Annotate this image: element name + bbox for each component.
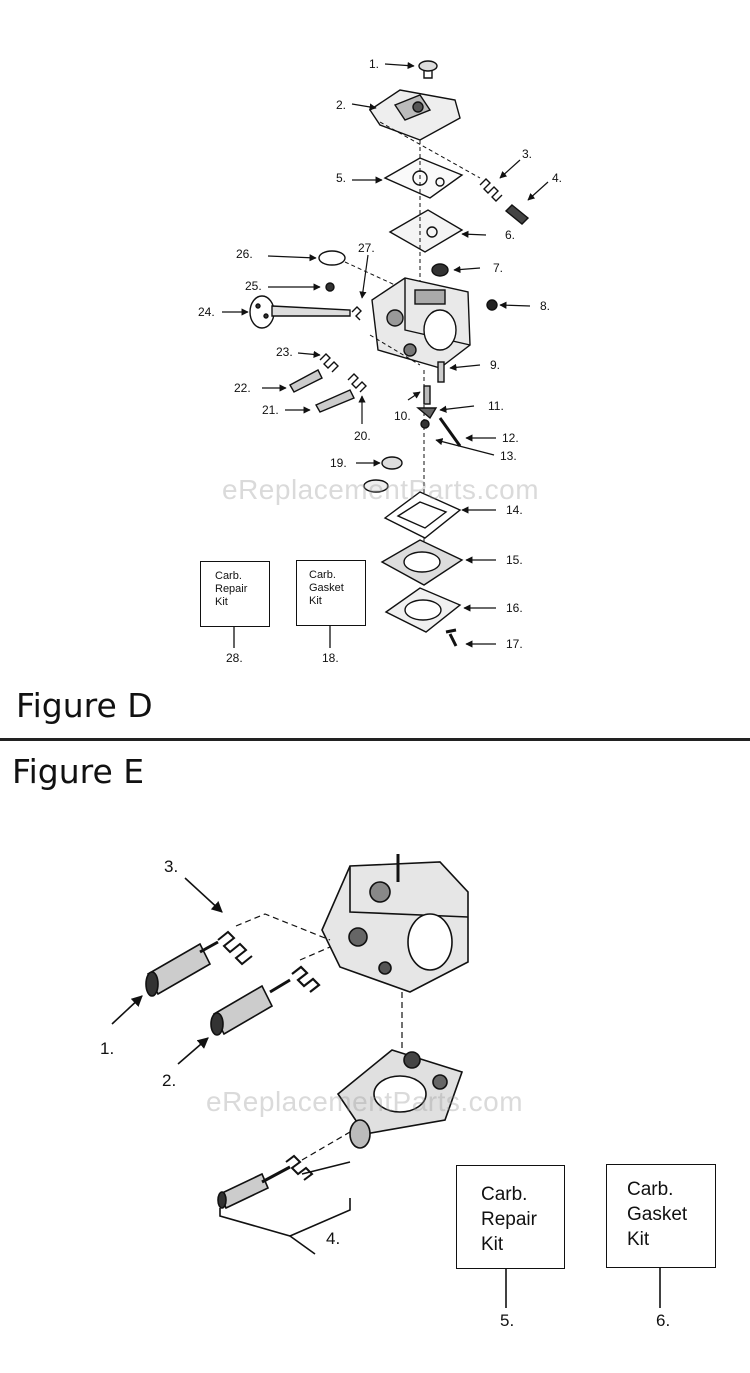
figure-d: 1. 2. 3. 4. 5. 6. 7. 8. 9. 10. 11. 12. 1… — [16, 57, 562, 725]
carburetor-body — [371, 277, 471, 369]
callout-4: 4. — [552, 171, 562, 185]
part-19-cup — [381, 456, 403, 470]
callout-10: 10. — [394, 409, 411, 423]
kit-line: Repair — [481, 1209, 537, 1230]
part-8-plug — [486, 299, 498, 311]
callout-24: 24. — [198, 305, 215, 319]
callout-3: 3. — [522, 147, 532, 161]
part-14-gasket — [383, 491, 462, 539]
kit-line: Carb. — [309, 569, 336, 581]
figure-e-drawing: 3. 1. 2. 4. 5. 6. — [100, 854, 670, 1330]
callout-11: 11. — [488, 399, 504, 413]
callout-15: 15. — [506, 553, 523, 567]
kit-line: Gasket — [309, 582, 344, 594]
callout-8: 8. — [540, 299, 550, 313]
carb-repair-kit-box-e: Carb. Repair Kit — [456, 1165, 565, 1269]
callout-2-e: 2. — [162, 1071, 176, 1090]
part-3-spring — [479, 178, 503, 202]
part-4-screw — [504, 204, 530, 225]
carb-gasket-kit-box-e: Carb. Gasket Kit — [606, 1164, 716, 1268]
part-17-screw — [445, 628, 458, 647]
part-2-screw-e — [210, 965, 321, 1036]
callout-27: 27. — [358, 241, 375, 255]
part-20-spring — [347, 373, 367, 393]
callout-13: 13. — [500, 449, 517, 463]
callout-5-e: 5. — [500, 1311, 514, 1330]
part-27-spring — [351, 306, 362, 321]
part-11-lever — [416, 407, 438, 420]
part-3-spring-e — [217, 930, 253, 966]
callout-19: 19. — [330, 456, 347, 470]
kit-line: Carb. — [481, 1184, 528, 1205]
callout-20: 20. — [354, 429, 371, 443]
callout-12: 12. — [502, 431, 519, 445]
part-7-ring — [431, 263, 449, 277]
part-1-screw-e — [145, 940, 219, 997]
pump-cover-e — [336, 1049, 464, 1149]
kit-line: Gasket — [627, 1204, 688, 1225]
callout-7: 7. — [493, 261, 503, 275]
callout-25: 25. — [245, 279, 262, 293]
kit-line: Carb. — [215, 570, 242, 582]
callout-1: 1. — [369, 57, 379, 71]
callout-2: 2. — [336, 98, 346, 112]
part-23-spring — [319, 353, 339, 373]
callout-16: 16. — [506, 601, 523, 615]
part-5-gasket — [383, 157, 464, 199]
figure-d-title: Figure D — [16, 686, 153, 725]
part-4-needle-e — [217, 1154, 314, 1210]
callout-1-e: 1. — [100, 1039, 114, 1058]
part-12-shaft — [438, 417, 462, 447]
callout-6-e: 6. — [656, 1311, 670, 1330]
figure-divider — [0, 738, 750, 741]
kit-line: Kit — [481, 1234, 504, 1255]
callout-9: 9. — [490, 358, 500, 372]
kit-line: Carb. — [627, 1179, 674, 1200]
part-1-screw — [418, 60, 438, 79]
kit-line: Repair — [215, 583, 248, 595]
part-2-cover — [369, 89, 461, 141]
carb-repair-kit-box-d: Carb. Repair Kit — [200, 561, 270, 627]
callout-26: 26. — [236, 247, 253, 261]
kit-line: Kit — [309, 595, 322, 607]
figure-e: 3. 1. 2. 4. 5. 6. Carb. Repair Kit Carb.… — [0, 742, 750, 1373]
carburetor-body-e — [321, 854, 469, 993]
part-6-plate — [388, 209, 464, 253]
part-9-needle — [437, 361, 445, 383]
kit-line: Kit — [215, 596, 228, 608]
figure-e-title: Figure E — [12, 752, 145, 791]
kit-line: Kit — [627, 1229, 650, 1250]
callout-3-e: 3. — [164, 857, 178, 876]
callout-17: 17. — [506, 637, 523, 651]
callout-14: 14. — [506, 503, 523, 517]
callout-6: 6. — [505, 228, 515, 242]
part-10-pin — [423, 385, 431, 405]
part-24-shaft — [249, 295, 351, 329]
callout-18: 18. — [322, 651, 339, 665]
callout-4-e: 4. — [326, 1229, 340, 1248]
part-26-disc — [318, 250, 346, 266]
callout-5: 5. — [336, 171, 346, 185]
callout-21: 21. — [262, 403, 279, 417]
part-25-screw — [325, 282, 335, 292]
part-13-screw — [420, 419, 430, 429]
callout-22: 22. — [234, 381, 251, 395]
callout-28: 28. — [226, 651, 243, 665]
carb-gasket-kit-box-d: Carb. Gasket Kit — [296, 560, 366, 626]
part-21-screw — [315, 389, 355, 413]
callout-23: 23. — [276, 345, 293, 359]
figure-d-drawing: 1. 2. 3. 4. 5. 6. 7. 8. 9. 10. 11. 12. 1… — [198, 57, 562, 665]
part-22-screw — [289, 369, 323, 393]
